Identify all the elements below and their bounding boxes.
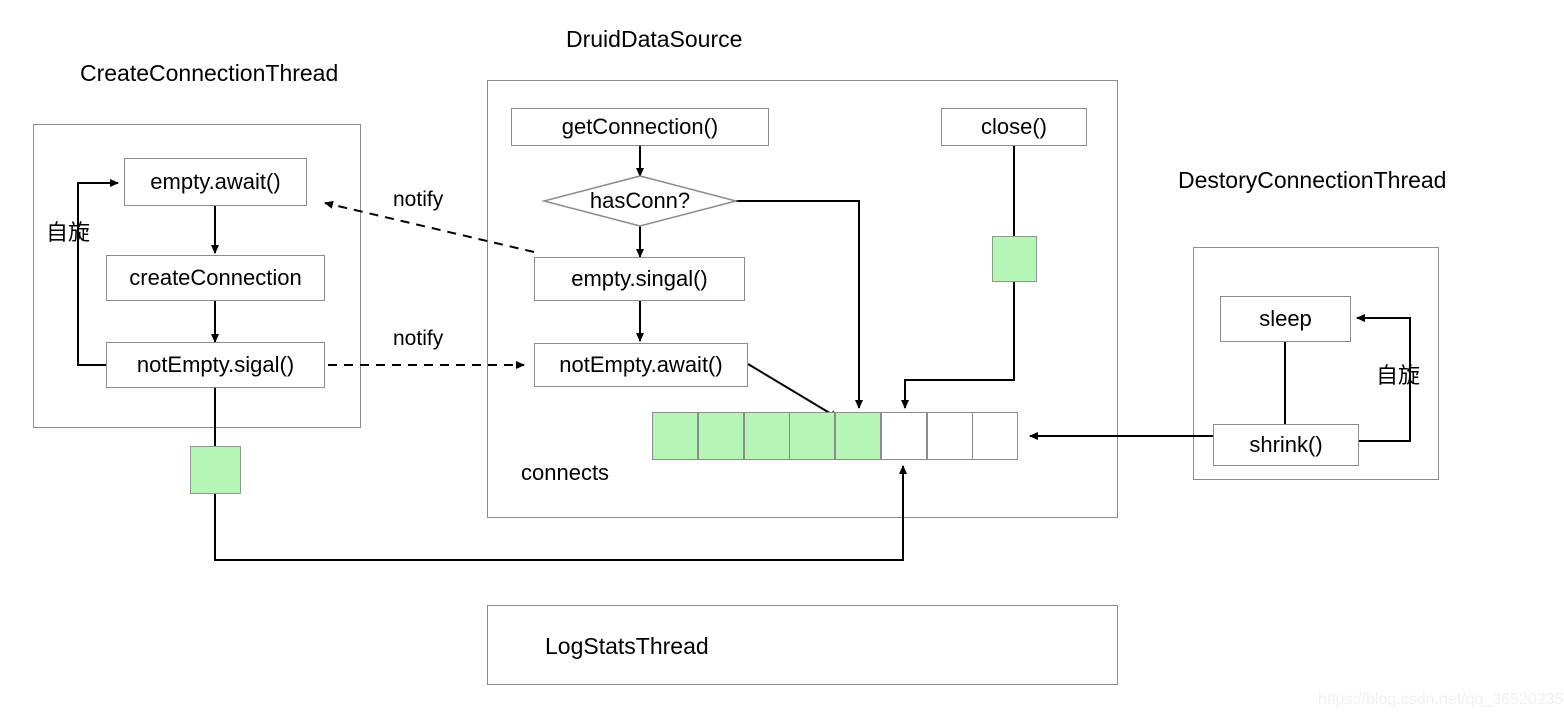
connects-cell-0[interactable] [652,412,698,460]
edge-notify-empty-await [324,200,535,253]
log-stats-thread-label: LogStatsThread [545,633,709,659]
title-create-connection-thread: CreateConnectionThread [80,60,339,86]
has-conn-label: hasConn? [589,188,691,213]
group-druid-data-source [487,80,1118,518]
connects-cell-2[interactable] [743,412,790,460]
title-druid-data-source: DruidDataSource [566,26,743,52]
green-block-create-thread [190,446,241,494]
connects-label: connects [521,460,610,485]
node-not-empty-signal[interactable]: notEmpty.sigal() [106,342,325,388]
edge-has-conn-to-connects [736,200,863,409]
edge-close-green-block-to-connects [901,274,1015,409]
node-sleep[interactable]: sleep [1220,296,1351,342]
node-create-connection[interactable]: createConnection [106,255,325,301]
connects-cell-1[interactable] [697,412,744,460]
node-has-conn[interactable]: hasConn? [544,176,736,226]
node-get-connection[interactable]: getConnection() [511,108,769,146]
node-close[interactable]: close() [941,108,1087,146]
edge-not-empty-await-to-connects [747,363,839,419]
group-destory-connection-thread [1193,247,1439,480]
node-shrink[interactable]: shrink() [1213,424,1359,466]
edge-spin-loop-create-thread [77,179,119,366]
edge-spin-loop-destory-thread [1356,314,1411,442]
connects-cell-7[interactable] [972,412,1019,460]
node-not-empty-await[interactable]: notEmpty.await() [534,343,748,387]
group-create-connection-thread [33,124,361,428]
group-log-stats-thread [487,605,1118,685]
connects-cell-5[interactable] [880,412,927,460]
edge-label-notify-upper: notify [393,188,444,211]
node-empty-singal[interactable]: empty.singal() [534,257,745,301]
edge-green-block-to-connects [214,465,907,561]
spin-label-destory-thread: 自旋 [1376,363,1421,388]
spin-label-create-thread: 自旋 [46,220,91,245]
watermark: https://blog.csdn.net/qq_36520235 [1318,691,1564,708]
green-block-close [992,236,1037,282]
has-conn-diamond [541,175,739,227]
node-empty-await[interactable]: empty.await() [124,158,307,206]
edge-label-notify-lower: notify [393,327,444,350]
title-destory-connection-thread: DestoryConnectionThread [1178,167,1447,193]
connects-cell-6[interactable] [926,412,973,460]
connects-cell-4[interactable] [835,412,881,460]
connects-cell-3[interactable] [789,412,836,460]
